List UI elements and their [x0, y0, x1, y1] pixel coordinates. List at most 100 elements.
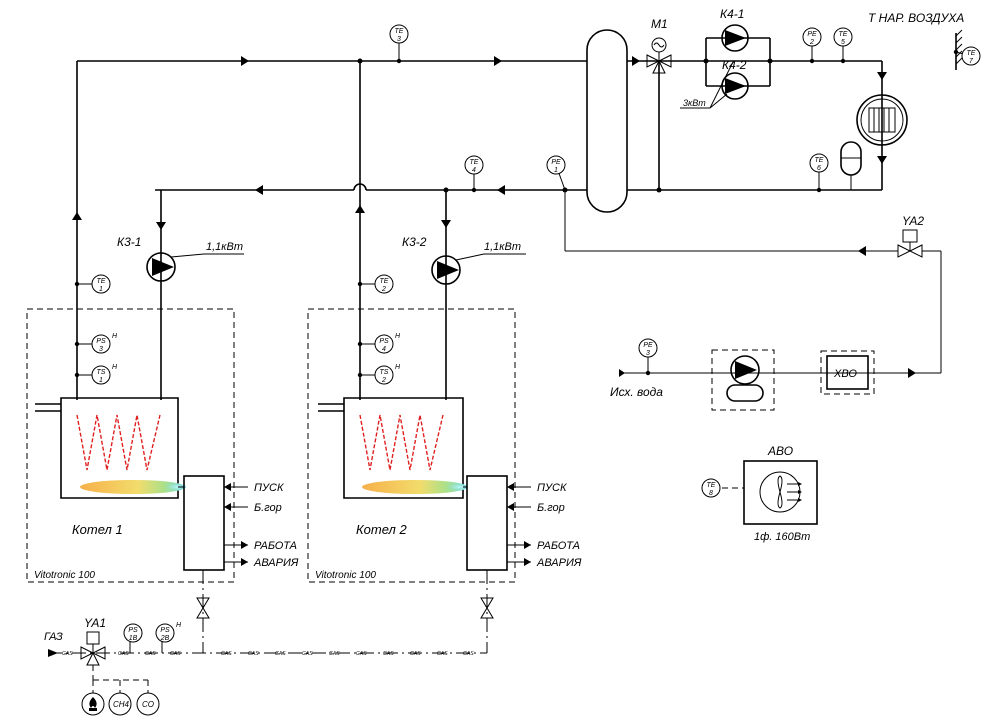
svg-text:GAS: GAS — [170, 651, 181, 657]
k4-power-label: 3кВт — [683, 98, 706, 108]
k3-1-power: 1,1кВт — [206, 241, 243, 253]
expansion-tank — [840, 141, 862, 190]
pe1-type: PE — [551, 159, 561, 166]
m1-mixing-valve[interactable] — [646, 37, 672, 74]
k4-2-pump[interactable] — [721, 72, 749, 100]
gas-label: ГАЗ — [44, 631, 63, 643]
pe3-instrument: PE3 — [638, 338, 658, 376]
instrument-layer: TE3TE4PE1PE2TE5TE6TE7TE1TE2PS3НTS1НPS4НT… — [74, 24, 981, 643]
ts1-mark: Н — [112, 364, 118, 371]
pe2-number: 2 — [809, 39, 814, 46]
svg-text:GAS: GAS — [62, 651, 73, 657]
te4-number: 4 — [472, 167, 476, 174]
supply-header — [77, 56, 587, 66]
pe2-instrument: PE2 — [802, 27, 822, 64]
return-header — [155, 183, 587, 195]
svg-text:CH4: CH4 — [113, 700, 130, 709]
boiler1-fault-label: АВАРИЯ — [253, 557, 299, 569]
k3-2-pump[interactable] — [431, 255, 461, 285]
svg-text:GAS: GAS — [463, 651, 474, 657]
te4-instrument: TE4 — [464, 155, 484, 193]
k3-2-power: 1,1кВт — [484, 241, 521, 253]
te8-number: 8 — [709, 490, 713, 497]
avo-label: АВО — [767, 444, 793, 458]
pe1-instrument: PE1 — [546, 155, 568, 193]
boiler2-gas-valve[interactable] — [480, 597, 494, 619]
boiler2-frame — [307, 308, 516, 583]
boiler1-burner-label: Б.гор — [254, 502, 282, 514]
k3-2-label: К3-2 — [402, 235, 427, 249]
m1-label: М1 — [651, 17, 668, 31]
water-treatment-label: ХВО — [833, 368, 857, 380]
avo-rating: 1ф. 160Вт — [754, 531, 810, 543]
ps4-number: 4 — [382, 346, 386, 353]
ch4-sensor: CH4 — [108, 692, 132, 716]
hydraulic-separator — [586, 29, 628, 213]
svg-text:GAS: GAS — [302, 651, 313, 657]
ambient-label: Т НАР. ВОЗДУХА — [868, 11, 964, 25]
te6-type: TE — [815, 157, 824, 164]
k3-1-pump[interactable] — [146, 252, 176, 282]
makeup-pump-unit — [711, 349, 775, 411]
te1-type: TE — [97, 278, 106, 285]
boiler1-controller[interactable] — [183, 475, 225, 571]
boiler2-heat-exchanger — [359, 414, 444, 471]
k3-1-label: К3-1 — [117, 235, 141, 249]
ps2b-number: 2В — [160, 635, 170, 642]
ts2-number: 2 — [381, 377, 386, 384]
te3-type: TE — [395, 28, 404, 35]
avo-fan-unit[interactable] — [743, 460, 818, 525]
ps1b-number: 1В — [129, 635, 138, 642]
flame-detector-icon — [81, 680, 105, 716]
te2-number: 2 — [381, 286, 386, 293]
water-treatment-box — [826, 355, 869, 390]
gas-pipe-marks: GAS GAS GAS GAS GAS GAS GAS GAS GAS GAS … — [62, 651, 474, 657]
te2-instrument: TE2 — [357, 274, 394, 294]
te6-number: 6 — [817, 165, 821, 172]
boiler2-controller[interactable] — [466, 475, 508, 571]
boiler1-run-label: РАБОТА — [254, 540, 297, 552]
boiler2-body — [318, 397, 464, 499]
svg-text:GAS: GAS — [329, 651, 340, 657]
te5-instrument: TE5 — [833, 27, 853, 64]
pe2-type: PE — [807, 31, 817, 38]
te7-type: TE — [967, 50, 976, 57]
boiler1-start-label: ПУСК — [254, 482, 284, 494]
te7-instrument: TE7 — [953, 46, 981, 66]
svg-text:GAS: GAS — [410, 651, 421, 657]
boiler1-name: Котел 1 — [72, 522, 123, 537]
boiler2-flame-icon — [362, 480, 468, 494]
co-sensor: CO — [136, 692, 160, 716]
water-treatment-frame — [820, 350, 875, 395]
pe3-type: PE — [643, 342, 653, 349]
te1-instrument: TE1 — [74, 274, 111, 294]
te1-number: 1 — [99, 286, 103, 293]
boiler1-body — [35, 397, 179, 499]
te3-instrument: TE3 — [389, 24, 409, 64]
ts2-type: TS — [380, 369, 389, 376]
svg-text:GAS: GAS — [221, 651, 232, 657]
boiler1-controller-label: Vitotronic 100 — [34, 570, 95, 581]
svg-text:GAS: GAS — [275, 651, 286, 657]
ps1b-type: PS — [128, 627, 138, 634]
ts2-mark: Н — [395, 364, 401, 371]
te4-type: TE — [470, 159, 479, 166]
boiler2-run-label: РАБОТА — [537, 540, 580, 552]
ps3-mark: Н — [112, 333, 118, 340]
ya2-label: YA2 — [902, 214, 924, 228]
makeup-pump[interactable] — [726, 355, 764, 402]
svg-text:GAS: GAS — [356, 651, 367, 657]
boiler1-heat-exchanger — [76, 414, 161, 471]
boiler1-gas-valve[interactable] — [196, 597, 210, 619]
ts1-type: TS — [97, 369, 106, 376]
te5-type: TE — [839, 31, 848, 38]
k4-1-pump[interactable] — [721, 24, 749, 52]
ya2-solenoid-valve[interactable] — [897, 229, 923, 258]
te5-number: 5 — [841, 39, 845, 46]
te8-instrument: TE8 — [701, 478, 721, 498]
ya1-gas-shutoff-valve[interactable] — [80, 631, 106, 666]
